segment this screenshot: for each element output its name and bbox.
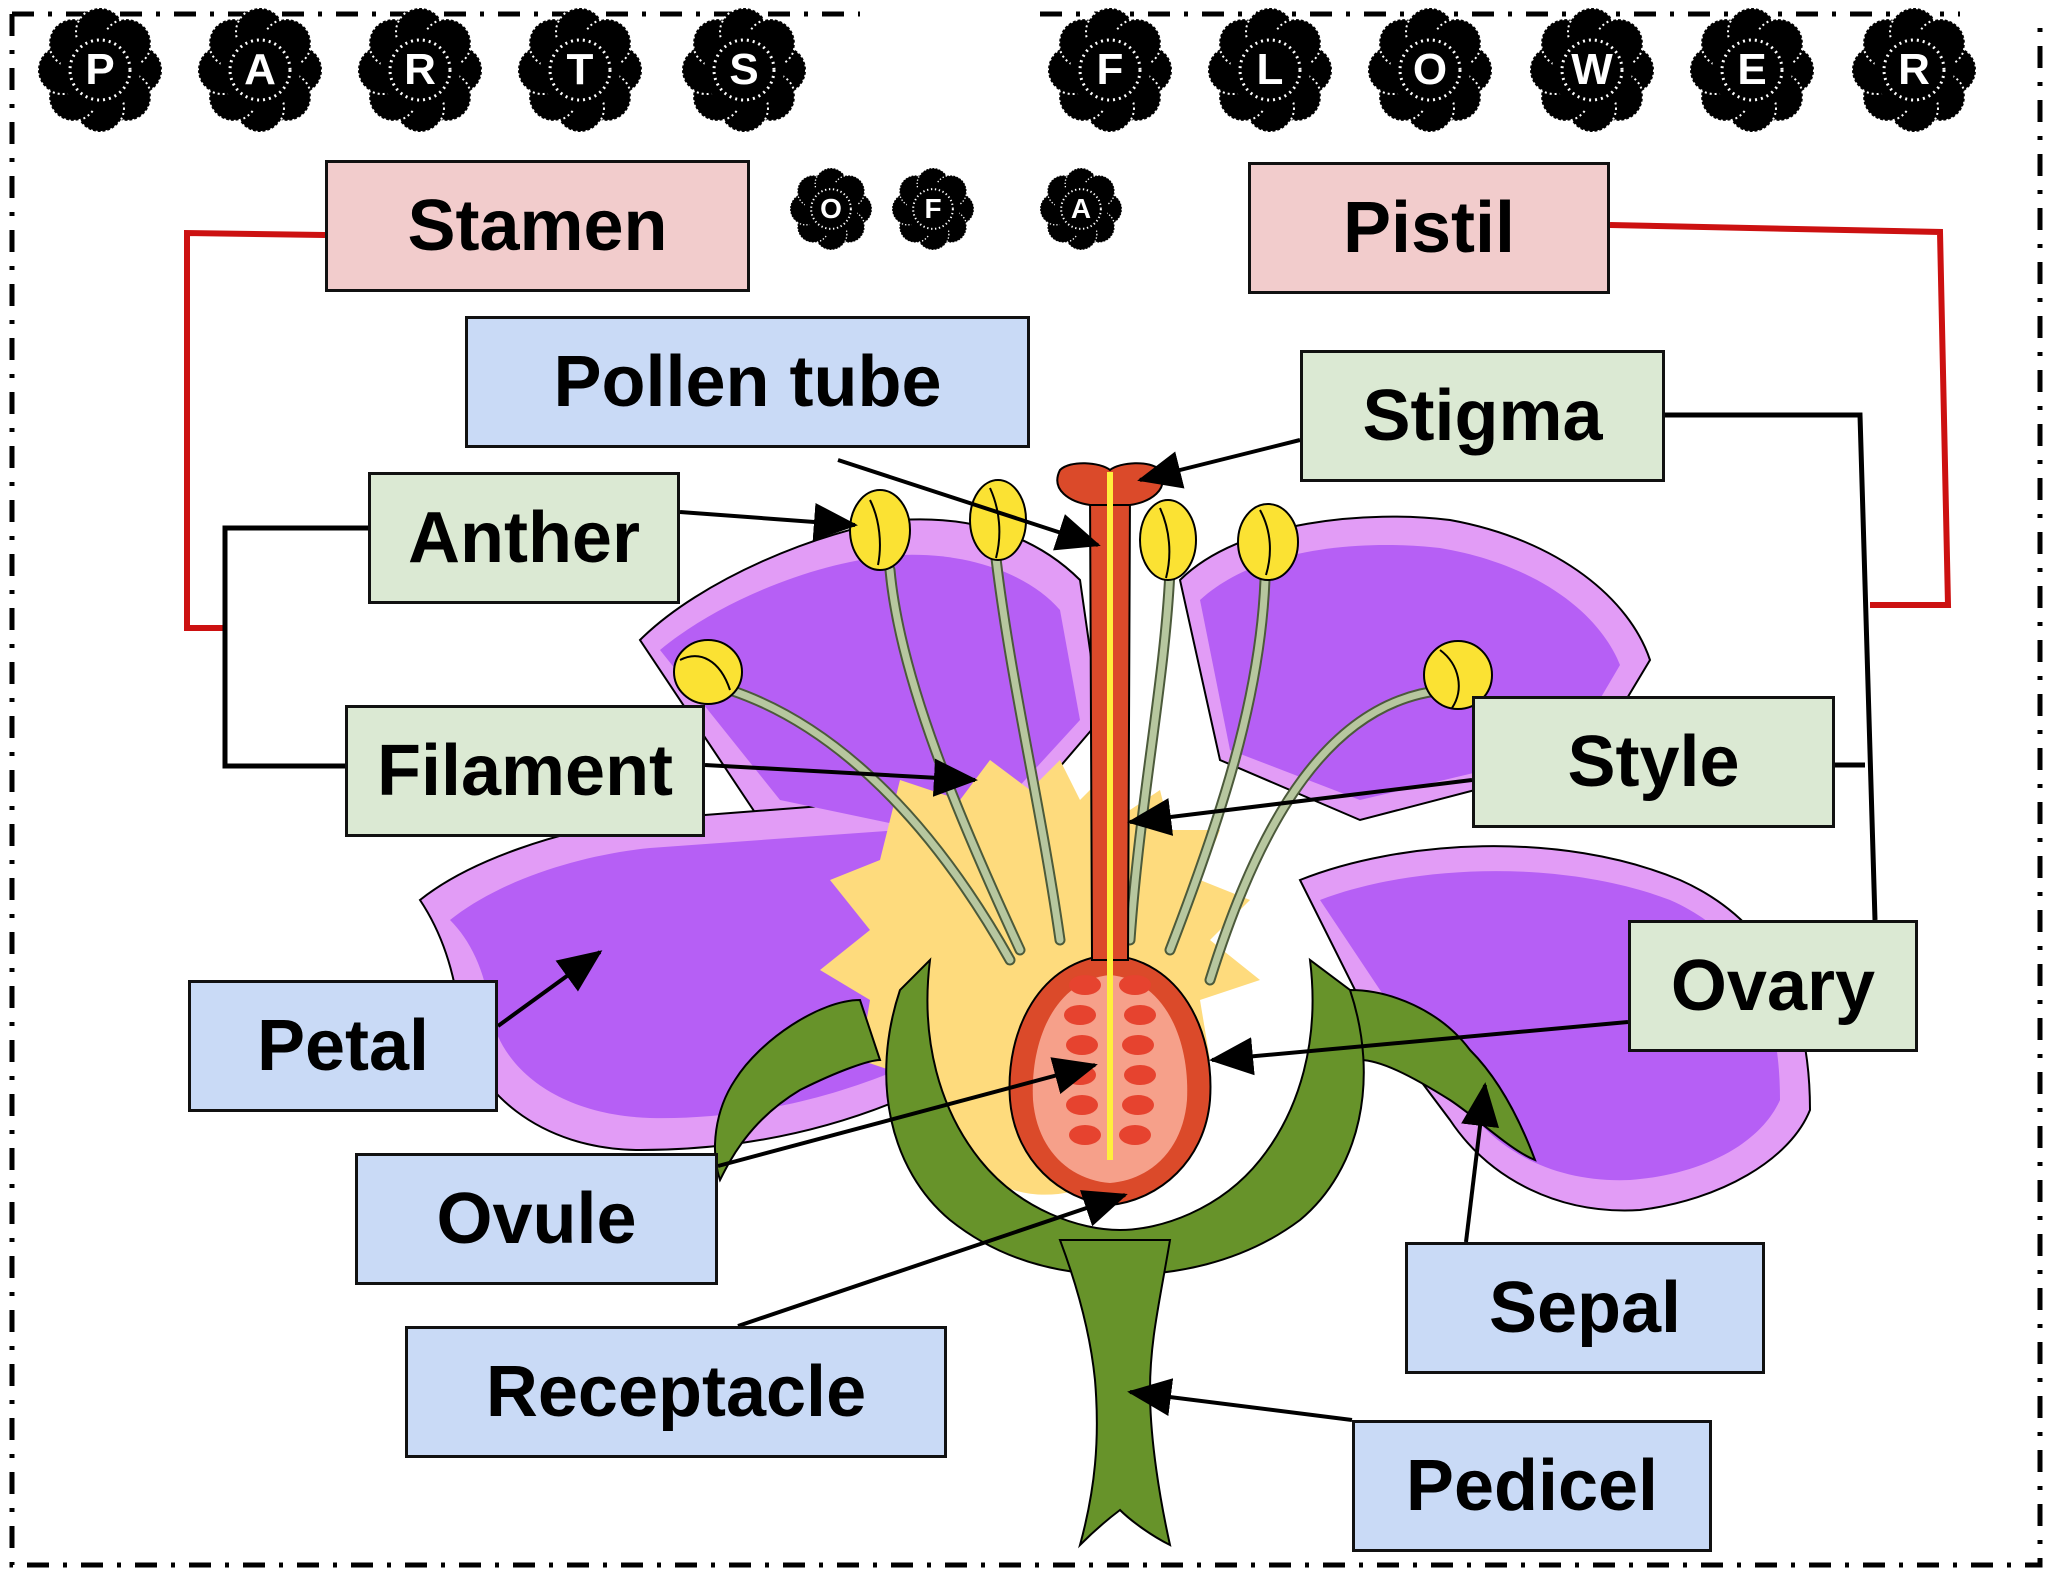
flower-badge-icon [518,8,642,132]
title-letter-a: A [198,8,322,132]
label-sepal: Sepal [1405,1242,1765,1374]
pistil-structure [1008,462,1212,1207]
label-ovule: Ovule [355,1153,718,1285]
flower-badge-icon [1040,168,1122,250]
group-brackets [184,222,1952,631]
flower-badge-icon [1368,8,1492,132]
flower-badge-icon [1208,8,1332,132]
title-letter-o-small: O [790,168,872,250]
label-pedicel: Pedicel [1352,1420,1712,1552]
title-letter-f-small: F [892,168,974,250]
label-petal: Petal [188,980,498,1112]
flower-badge-icon [682,8,806,132]
pedicel-stem [1058,1239,1172,1549]
flower-badge-icon [38,8,162,132]
title-letter-s: S [682,8,806,132]
flower-badge-icon [790,168,872,250]
label-receptacle: Receptacle [405,1326,947,1458]
label-ovary: Ovary [1628,920,1918,1052]
label-stigma: Stigma [1300,350,1665,482]
flower-badge-icon [358,8,482,132]
flower-badge-icon [892,168,974,250]
title-letter-r: R [358,8,482,132]
title-letter-p: P [38,8,162,132]
title-letter-e: E [1690,8,1814,132]
sub-brackets [222,412,1878,921]
flower-badge-icon [198,8,322,132]
anthers [673,479,1493,710]
flower-badge-icon [1530,8,1654,132]
title-letter-a-small: A [1040,168,1122,250]
flower-badge-icon [1048,8,1172,132]
flower-badge-icon [1852,8,1976,132]
title-letter-t: T [518,8,642,132]
label-pollen-tube: Pollen tube [465,316,1030,448]
label-style: Style [1472,696,1835,828]
title-letter-w: W [1530,8,1654,132]
pointer-arrows [496,438,1629,1422]
label-filament: Filament [345,705,705,837]
label-pistil: Pistil [1248,162,1610,294]
label-stamen: Stamen [325,160,750,292]
title-letter-r2: R [1852,8,1976,132]
title-letter-l: L [1208,8,1332,132]
title-letter-f: F [1048,8,1172,132]
title-letter-o: O [1368,8,1492,132]
label-anther: Anther [368,472,680,604]
flower-badge-icon [1690,8,1814,132]
